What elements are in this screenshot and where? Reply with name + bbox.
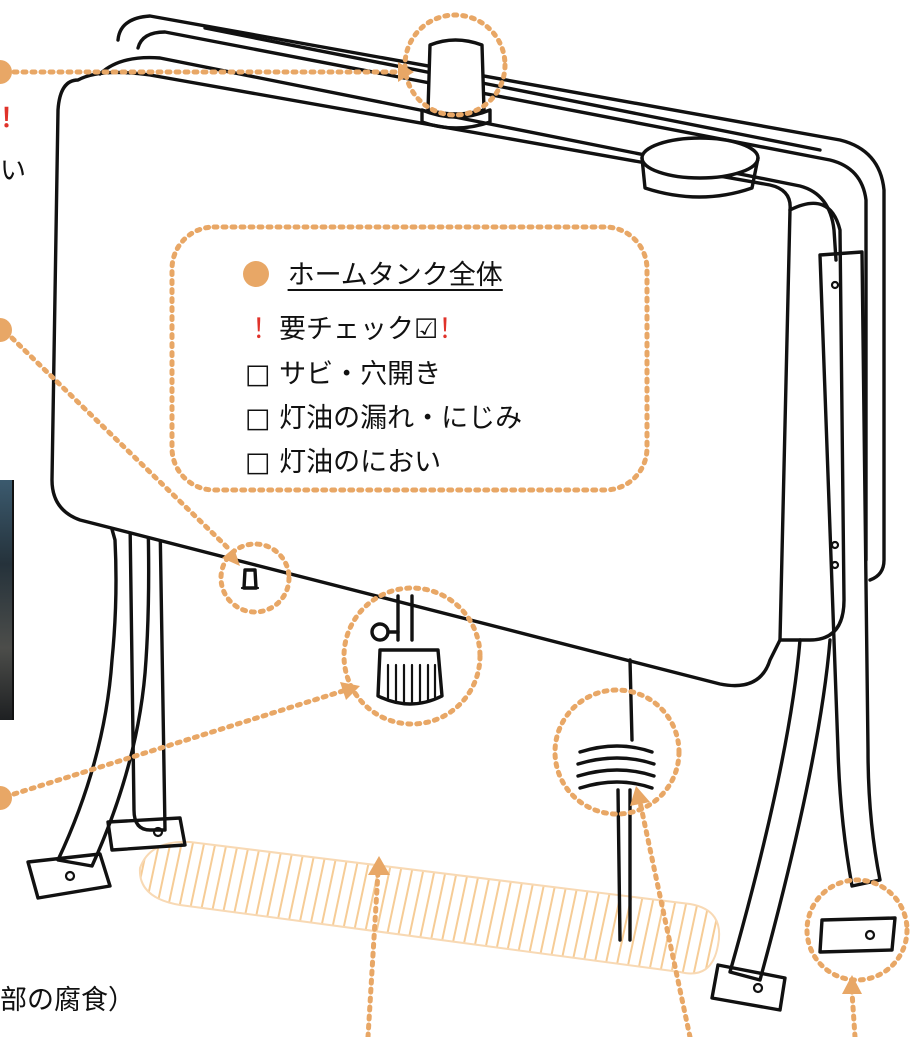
- checklist-item: □ サビ・穴開き: [245, 352, 441, 391]
- leader-line-foot: [849, 989, 858, 1040]
- empty-checkbox-icon: □: [245, 359, 271, 390]
- checklist-title: ホームタンク全体: [287, 260, 503, 291]
- back-frame-inner: [136, 30, 868, 562]
- checklist-box-border: [169, 224, 650, 493]
- feed-pipe: [628, 658, 634, 742]
- leader-dot-strainer: [0, 786, 12, 810]
- left-front-foot: [26, 852, 112, 900]
- left-back-leg: [128, 518, 167, 832]
- cropped-photo: [0, 480, 13, 720]
- fill-cap-top: [640, 136, 760, 180]
- right-back-foot: [818, 916, 897, 954]
- vent-highlight-ring: [402, 12, 508, 118]
- strainer-bowl: [376, 648, 444, 706]
- right-frame-post: [818, 250, 882, 888]
- leader-line-strainer: [11, 687, 349, 797]
- checklist-item-label: サビ・穴開き: [279, 359, 442, 390]
- checklist-item-label: 灯油のにおい: [279, 447, 442, 478]
- tank-right-face: [778, 201, 846, 642]
- left-back-foot: [106, 816, 187, 852]
- cropped-warning-mark: ！: [0, 104, 27, 134]
- top-rail: [203, 26, 822, 152]
- checklist-title-row: ホームタンク全体: [243, 253, 503, 292]
- foot-highlight-ring: [804, 877, 910, 983]
- exclamation-icon: ！: [438, 314, 466, 345]
- right-front-leg: [728, 638, 832, 982]
- checked-box-icon: ☑: [414, 314, 439, 345]
- coil-pipe: [576, 744, 656, 790]
- leader-line-tray: [365, 869, 381, 1040]
- drip-tray-area: [138, 840, 721, 975]
- left-front-leg: [56, 513, 151, 868]
- coil-highlight-ring: [552, 687, 682, 817]
- checklist-header-row: ！要チェック☑！: [252, 307, 465, 346]
- back-frame: [116, 14, 886, 582]
- vent-pipe: [426, 38, 486, 116]
- cropped-text-fragment: い: [0, 156, 27, 186]
- cropped-caption-fragment: 部の腐食）: [0, 985, 135, 1016]
- leader-line-drain: [9, 335, 233, 553]
- tank-top-edge: [98, 55, 838, 262]
- empty-checkbox-icon: □: [245, 447, 271, 478]
- checklist-item: □ 灯油の漏れ・にじみ: [245, 396, 522, 435]
- leader-dot-vent: [0, 60, 12, 84]
- right-front-foot: [710, 963, 787, 1012]
- exclamation-icon: ！: [252, 314, 279, 345]
- checklist-header: 要チェック: [279, 314, 414, 345]
- checklist-item-label: 灯油の漏れ・にじみ: [279, 403, 523, 434]
- checklist-item: □ 灯油のにおい: [245, 440, 441, 479]
- drain-highlight-ring: [218, 541, 292, 615]
- strainer-highlight-ring: [341, 585, 483, 727]
- orange-dot-icon: [243, 261, 269, 287]
- leader-dot-drain: [0, 318, 12, 342]
- empty-checkbox-icon: □: [245, 403, 271, 434]
- leader-line-coil: [637, 799, 693, 1040]
- drain-plug: [242, 568, 258, 590]
